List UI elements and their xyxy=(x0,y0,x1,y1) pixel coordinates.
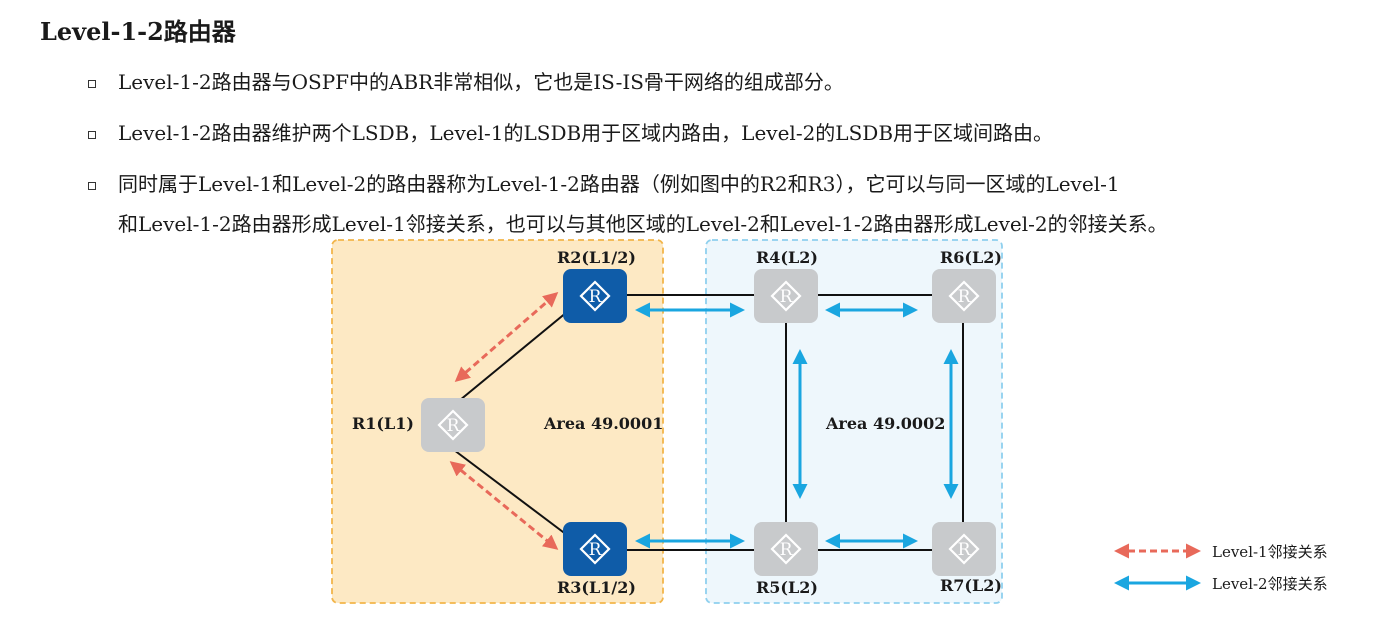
bullet-text-2: Level-1-2路由器维护两个LSDB，Level-1的LSDB用于区域内路由… xyxy=(118,121,1054,145)
area-49-0002-box xyxy=(705,239,1003,604)
router-r1 xyxy=(421,398,485,452)
legend-level2-label: Level-2邻接关系 xyxy=(1212,575,1328,593)
bullet-text-3: 同时属于Level-1和Level-2的路由器称为Level-1-2路由器（例如… xyxy=(118,172,1120,196)
router-label-r7: R7(L2) xyxy=(940,576,1002,595)
bullet-square-icon xyxy=(88,131,96,139)
router-r5 xyxy=(754,522,818,576)
bullet-square-icon xyxy=(88,182,96,190)
bullet-text-3-continued: 和Level-1-2路由器形成Level-1邻接关系，也可以与其他区域的Leve… xyxy=(118,212,1168,236)
router-label-r4: R4(L2) xyxy=(756,248,818,267)
legend-level1-label: Level-1邻接关系 xyxy=(1212,543,1328,561)
router-r7 xyxy=(932,522,996,576)
router-label-r1: R1(L1) xyxy=(352,414,414,433)
bullet-square-icon xyxy=(88,80,96,88)
page-title: Level-1-2路由器 xyxy=(40,17,236,46)
router-r2 xyxy=(563,269,627,323)
router-label-r5: R5(L2) xyxy=(756,578,818,597)
level1-adjacency-r1-r3 xyxy=(449,461,559,550)
area-label-2: Area 49.0002 xyxy=(825,414,945,433)
bullet-text-1: Level-1-2路由器与OSPF中的ABR非常相似，它也是IS-IS骨干网络的… xyxy=(118,70,844,94)
legend: Level-1邻接关系 Level-2邻接关系 xyxy=(1114,543,1328,593)
router-label-r2: R2(L1/2) xyxy=(557,248,636,267)
router-label-r6: R6(L2) xyxy=(940,248,1002,267)
router-r3 xyxy=(563,522,627,576)
area-label-1: Area 49.0001 xyxy=(543,414,663,433)
router-label-r3: R3(L1/2) xyxy=(557,578,636,597)
router-r6 xyxy=(932,269,996,323)
level2-adjacency-arrows xyxy=(635,302,959,549)
router-r4 xyxy=(754,269,818,323)
area-49-0001-box xyxy=(331,239,664,604)
